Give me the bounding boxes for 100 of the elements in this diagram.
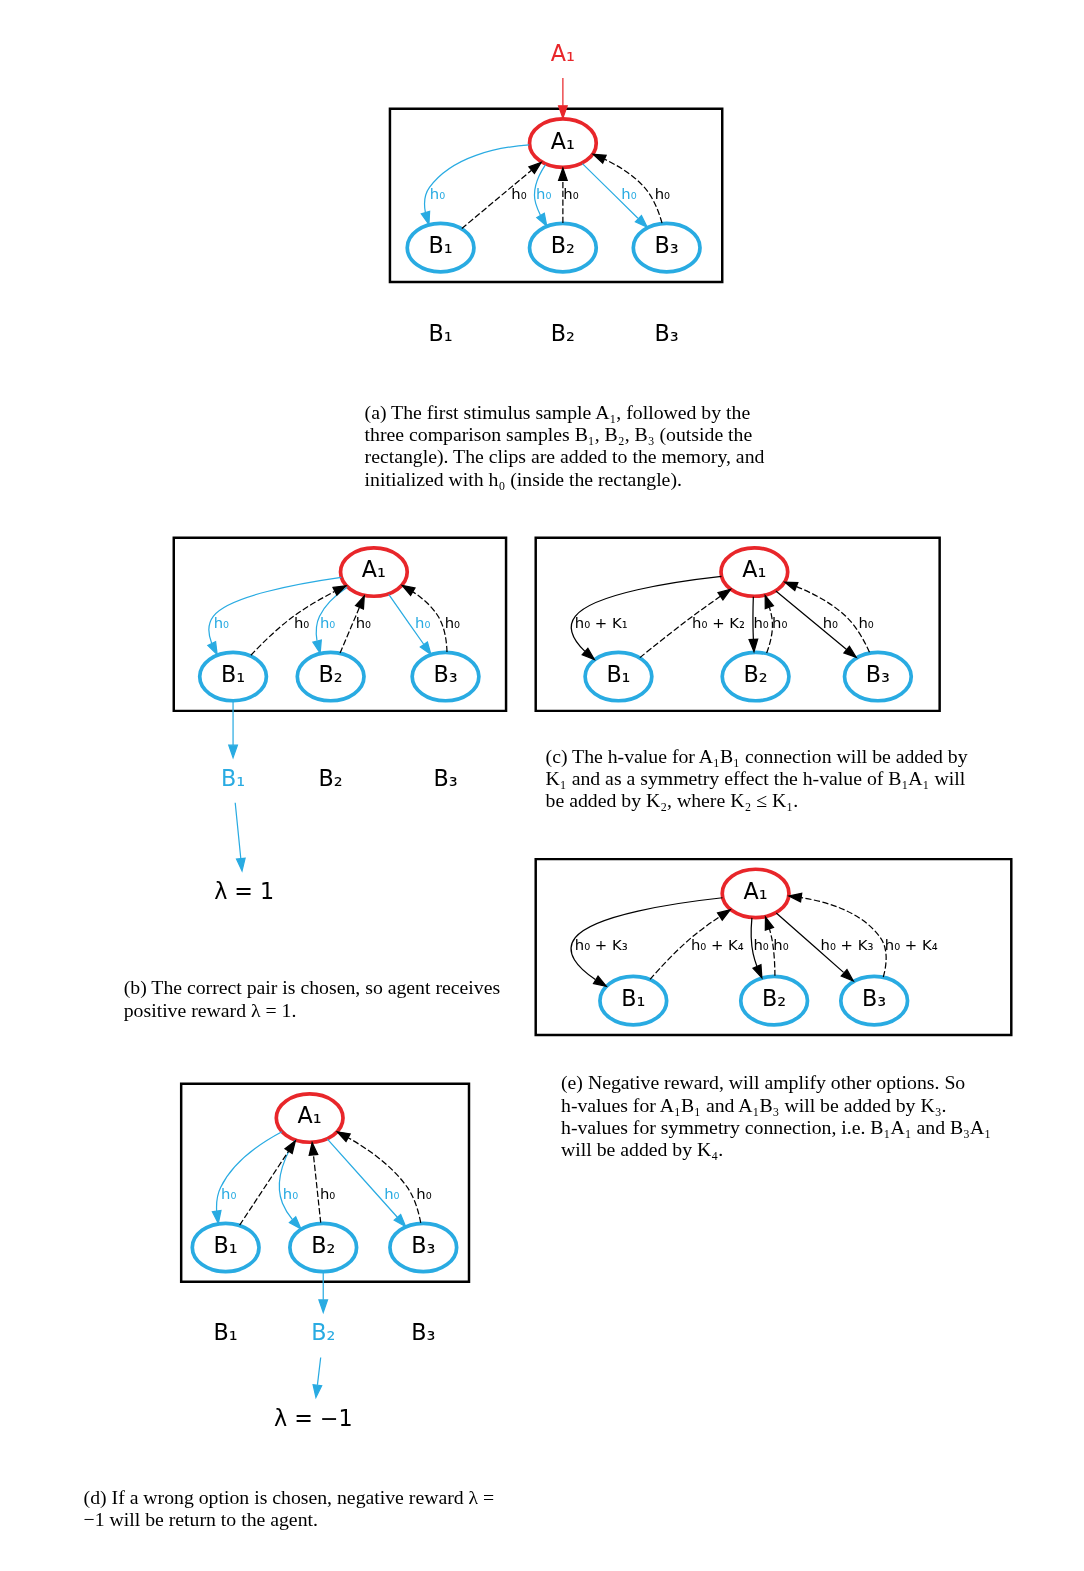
node-ellipse: B₂ (719, 650, 791, 703)
arrow (774, 590, 858, 659)
edge-label: h₀ (857, 614, 874, 632)
label: (b) The correct pair is chosen, so agent receives positive reward λ = 1. (123, 976, 500, 1021)
arrow (317, 1271, 328, 1315)
arrow (775, 912, 855, 983)
arrow (590, 153, 663, 224)
arrow (764, 593, 774, 654)
edge-label: h₀ (771, 614, 787, 632)
node-ellipse: B₃ (387, 1221, 458, 1274)
edge-label: h₀ (752, 614, 769, 632)
edge-label: h₀ (535, 185, 551, 203)
edge-label: h₀ (510, 185, 527, 203)
label: B₁ (213, 1319, 238, 1346)
node-ellipse: B₁ (197, 650, 268, 703)
edge-label: h₀ (220, 1185, 236, 1203)
arrow (557, 77, 568, 121)
arrow (338, 594, 365, 654)
arrow (557, 166, 568, 224)
edge-label: h₀ + K₄ (884, 935, 938, 953)
label: B₃ (410, 1319, 435, 1346)
edge-label: h₀ (562, 185, 579, 203)
edge-label: h₀ (293, 614, 309, 632)
edge-label: h₀ + K₃ (820, 935, 873, 953)
arrow (307, 1140, 321, 1224)
edge-label: h₀ (429, 185, 445, 203)
label: B₃ (432, 764, 458, 791)
arrow (419, 144, 530, 227)
arrow (786, 892, 887, 978)
arrow (227, 700, 238, 760)
arrow (750, 917, 763, 980)
edge-label: h₀ (822, 614, 838, 632)
arrow (747, 596, 759, 654)
arrow (569, 897, 723, 988)
arrow (570, 575, 722, 661)
label: (d) If a wrong option is chosen, negative reward λ = −1 will be return to the agent. (83, 1485, 494, 1531)
edge-label: h₀ (654, 185, 670, 203)
node-ellipse: B₃ (838, 974, 909, 1027)
arrow (648, 908, 732, 981)
cluster (533, 857, 1013, 1037)
arrow (311, 1356, 323, 1400)
arrow (210, 1131, 282, 1226)
edge-label: h₀ (319, 614, 335, 632)
arrow (764, 915, 776, 977)
edge-label: h₀ (415, 1185, 432, 1203)
node-ellipse: B₃ (630, 221, 702, 274)
edge-label: h₀ (213, 614, 229, 632)
arrow (400, 584, 448, 653)
node-ellipse: A₁ (273, 1091, 345, 1145)
node-ellipse: A₁ (338, 546, 409, 599)
node-text: B₂ (310, 1319, 335, 1346)
node-ellipse: B₃ (409, 650, 481, 703)
label: (e) Negative reward, will amplify other options. So h-values for A₁B₁ and A₁B₃ will be added by K₃. h-values for symmetry connection, i.e. B₁A₁ and B₃A₁ will be added by K₄. (560, 1071, 991, 1161)
arrow (278, 1139, 302, 1231)
label: B₁ (428, 319, 453, 346)
node-ellipse: B₁ (582, 650, 654, 703)
node-ellipse: B₁ (404, 221, 476, 274)
arrow (249, 584, 348, 656)
arrow (782, 581, 870, 653)
edge-label: h₀ (620, 185, 637, 203)
edge-label: h₀ + K₂ (691, 614, 745, 632)
node-ellipse: B₃ (842, 650, 913, 703)
arrow (533, 163, 548, 228)
node-text: λ = 1 (213, 877, 274, 904)
arrow (234, 802, 246, 873)
arrow (335, 1130, 421, 1224)
label: (a) The first stimulus sample A₁, followed by the three comparison samples B₁, B₂, B₃ (outside the rectangle). The clips are added to the memory, and initialized with h₀ (inside the rectangle). (364, 400, 764, 490)
label: B₂ (550, 319, 575, 346)
edge-label: h₀ (772, 935, 789, 953)
arrow (460, 161, 543, 230)
arrow (638, 588, 732, 659)
edge-label: h₀ (414, 614, 430, 632)
label: (c) The h-value for A₁B₁ connection will be added by K₁ and as a symmetry effect the h-value of B₁A₁ will be added by K₂, where K₂ ≤ K₁. (545, 744, 968, 811)
cluster (179, 1082, 470, 1284)
node-ellipse: A₁ (527, 117, 598, 170)
edge-label: h₀ (444, 614, 460, 632)
arrow (581, 162, 649, 229)
node-ellipse: B₁ (597, 974, 668, 1027)
node-ellipse: B₁ (189, 1221, 261, 1274)
arrow (326, 1138, 407, 1228)
node-ellipse: B₂ (287, 1221, 358, 1274)
node-ellipse: B₂ (294, 650, 366, 703)
edge-label: h₀ (383, 1185, 399, 1203)
edge-label: h₀ (355, 614, 371, 632)
node-text: B₁ (220, 764, 245, 791)
edge-label: h₀ (282, 1185, 298, 1203)
node-text: λ = −1 (273, 1404, 353, 1431)
label: B₂ (318, 764, 343, 791)
edge-label: h₀ (319, 1185, 335, 1203)
node-text: A₁ (550, 40, 575, 67)
edge-label: h₀ + K₃ (574, 935, 628, 953)
node-ellipse: B₂ (738, 974, 809, 1027)
arrow (387, 593, 432, 657)
node-ellipse: A₁ (719, 867, 791, 920)
edge-label: h₀ + K₁ (574, 614, 628, 632)
edge-label: h₀ + K₄ (690, 935, 744, 953)
edge-label: h₀ (752, 935, 769, 953)
label: B₃ (654, 319, 679, 346)
cluster (533, 536, 941, 713)
arrow (311, 586, 348, 655)
